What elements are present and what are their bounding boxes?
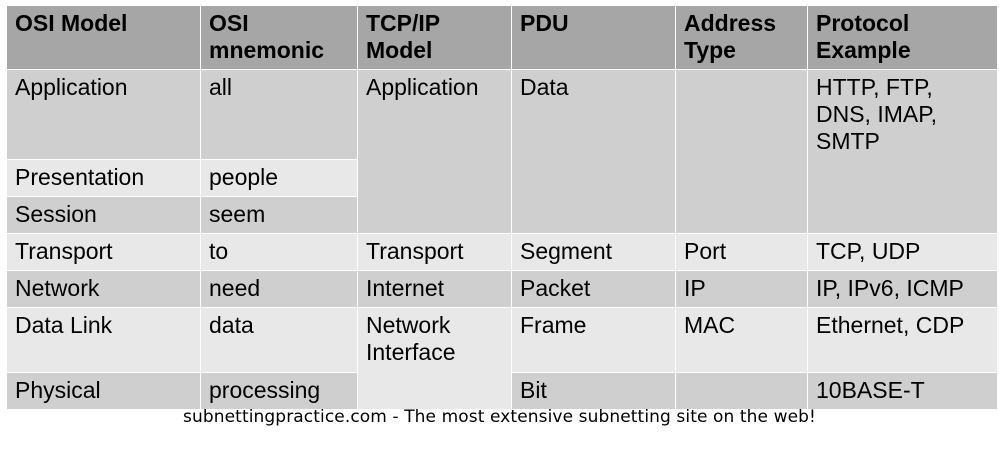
- table-row: Application all Application Data HTTP, F…: [6, 69, 998, 234]
- cell-mnemonic: data: [200, 307, 358, 373]
- cell-osi-layer: Presentation: [6, 159, 201, 197]
- header-pdu: PDU: [511, 5, 676, 70]
- cell-tcpip-layer: Internet: [357, 270, 512, 308]
- cell-pdu: Segment: [511, 233, 676, 271]
- header-tcpip-model: TCP/IP Model: [357, 5, 512, 70]
- cell-osi-layer: Application: [6, 69, 201, 160]
- cell-osi-layer: Data Link: [6, 307, 201, 373]
- table-row: Presentation people: [6, 159, 998, 197]
- cell-osi-layer: Session: [6, 196, 201, 234]
- cell-protocol-example: Ethernet, CDP: [807, 307, 998, 373]
- table-header-row: OSI Model OSI mnemonic TCP/IP Model PDU …: [6, 5, 998, 70]
- site-footer-text: subnettingpractice.com - The most extens…: [183, 407, 816, 427]
- cell-osi-layer: Transport: [6, 233, 201, 271]
- cell-protocol-example: 10BASE-T: [807, 372, 998, 410]
- cell-mnemonic: processing: [200, 372, 358, 410]
- cell-mnemonic: need: [200, 270, 358, 308]
- header-osi-model: OSI Model: [6, 5, 201, 70]
- cell-protocol-example: IP, IPv6, ICMP: [807, 270, 998, 308]
- cell-pdu: Frame: [511, 307, 676, 373]
- table-row: Transport to Transport Segment Port TCP,…: [6, 233, 998, 271]
- cell-address-type: MAC: [675, 307, 808, 373]
- table-row: Network need Internet Packet IP IP, IPv6…: [6, 270, 998, 308]
- cell-address-type: [675, 69, 808, 234]
- cell-tcpip-layer: Network Interface: [357, 307, 512, 410]
- cell-pdu: Data: [511, 69, 676, 234]
- cell-osi-layer: Network: [6, 270, 201, 308]
- cell-mnemonic: all: [200, 69, 358, 160]
- cell-protocol-example: TCP, UDP: [807, 233, 998, 271]
- osi-tcpip-comparison-table: OSI Model OSI mnemonic TCP/IP Model PDU …: [6, 5, 998, 410]
- cell-address-type: [675, 372, 808, 410]
- cell-osi-layer: Physical: [6, 372, 201, 410]
- table-row: Data Link data Network Interface Frame M…: [6, 307, 998, 410]
- cell-mnemonic: seem: [200, 196, 358, 234]
- cell-tcpip-layer: Transport: [357, 233, 512, 271]
- cell-address-type: Port: [675, 233, 808, 271]
- cell-address-type: IP: [675, 270, 808, 308]
- table-row: Physical processing Bit 10BASE-T: [6, 372, 998, 410]
- header-address-type: Address Type: [675, 5, 808, 70]
- header-osi-mnemonic: OSI mnemonic: [200, 5, 358, 70]
- cell-mnemonic: people: [200, 159, 358, 197]
- cell-pdu: Packet: [511, 270, 676, 308]
- cell-pdu: Bit: [511, 372, 676, 410]
- cell-protocol-example: HTTP, FTP, DNS, IMAP, SMTP: [807, 69, 998, 234]
- cell-mnemonic: to: [200, 233, 358, 271]
- header-protocol-example: Protocol Example: [807, 5, 998, 70]
- cell-tcpip-layer: Application: [357, 69, 512, 234]
